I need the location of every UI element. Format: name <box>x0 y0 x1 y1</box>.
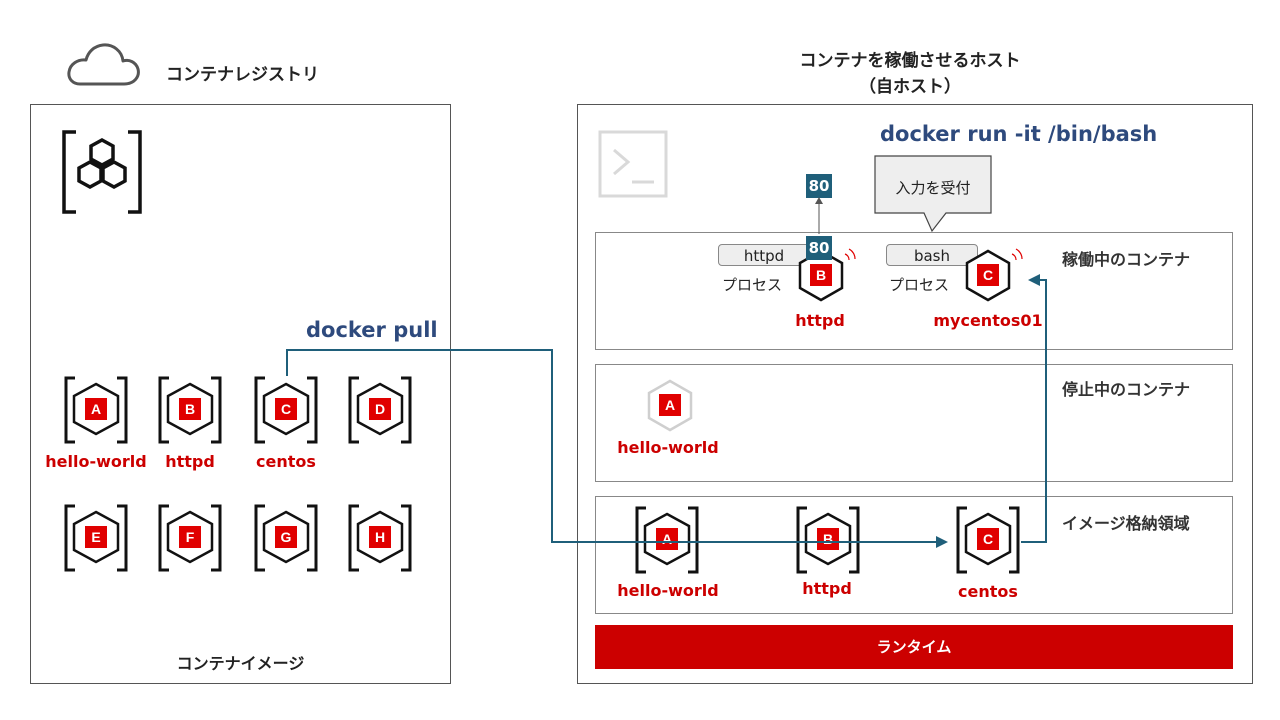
svg-text:B: B <box>185 401 195 417</box>
stored-image-name: hello-world <box>617 581 719 600</box>
registry-footer: コンテナイメージ <box>176 654 305 673</box>
image-icon-c: C <box>254 376 318 444</box>
image-icon-a: A <box>64 376 128 444</box>
exposed-port-badge: 80 <box>806 174 832 198</box>
stopped-containers-panel <box>595 364 1233 482</box>
cloud-icon <box>67 43 140 86</box>
svg-text:C: C <box>281 401 291 417</box>
container-name-mycentos01: mycentos01 <box>933 311 1043 330</box>
svg-text:B: B <box>823 531 833 547</box>
image-icon-f: F <box>158 504 222 572</box>
process-box-httpd: httpd <box>718 244 810 266</box>
registry-image-label: hello-world <box>45 452 147 471</box>
docker-pull-command: docker pull <box>306 318 438 342</box>
terminal-icon <box>598 130 668 198</box>
input-callout-text: 入力を受付 <box>895 179 971 197</box>
process-box-bash: bash <box>886 244 978 266</box>
registry-image-label: httpd <box>165 452 215 471</box>
registry-title: コンテナレジストリ <box>166 65 319 85</box>
container-port-badge: 80 <box>806 236 832 260</box>
svg-text:A: A <box>665 397 675 413</box>
input-callout-shape <box>874 155 992 233</box>
stored-image-icon-a: A <box>635 506 699 574</box>
host-title-line2: （自ホスト） <box>859 77 961 97</box>
svg-text:G: G <box>281 529 292 545</box>
stored-image-name: centos <box>958 582 1018 601</box>
svg-text:E: E <box>91 529 100 545</box>
container-icon-c: C <box>965 248 1023 302</box>
svg-text:C: C <box>983 267 993 283</box>
registry-image-label: centos <box>256 452 316 471</box>
image-store-label: イメージ格納領域 <box>1062 514 1190 533</box>
image-store-panel <box>595 496 1233 614</box>
stored-image-icon-c: C <box>956 506 1020 574</box>
image-icon-e: E <box>64 504 128 572</box>
container-icon-a: A <box>647 379 693 432</box>
stopped-container-name: hello-world <box>617 438 719 457</box>
registry-logo-icon <box>62 130 142 214</box>
port-arrow <box>815 197 823 234</box>
svg-text:A: A <box>662 531 672 547</box>
host-title-line1: コンテナを稼働させるホスト <box>799 51 1021 71</box>
svg-text:H: H <box>375 529 385 545</box>
process-label: プロセス <box>889 276 950 294</box>
container-name-httpd: httpd <box>795 311 845 330</box>
runtime-bar: ランタイム <box>595 625 1233 669</box>
stored-image-icon-b: B <box>796 506 860 574</box>
docker-run-command: docker run -it /bin/bash <box>880 122 1158 146</box>
process-label: プロセス <box>722 276 783 294</box>
svg-text:C: C <box>983 531 993 547</box>
svg-text:A: A <box>91 401 101 417</box>
running-containers-label: 稼働中のコンテナ <box>1062 250 1191 269</box>
image-icon-g: G <box>254 504 318 572</box>
image-icon-d: D <box>348 376 412 444</box>
stored-image-name: httpd <box>802 579 852 598</box>
image-icon-b: B <box>158 376 222 444</box>
svg-text:F: F <box>186 529 195 545</box>
svg-text:D: D <box>375 401 385 417</box>
svg-text:B: B <box>816 267 826 283</box>
container-icon-b: B <box>798 248 856 302</box>
stopped-containers-label: 停止中のコンテナ <box>1062 380 1191 399</box>
image-icon-h: H <box>348 504 412 572</box>
